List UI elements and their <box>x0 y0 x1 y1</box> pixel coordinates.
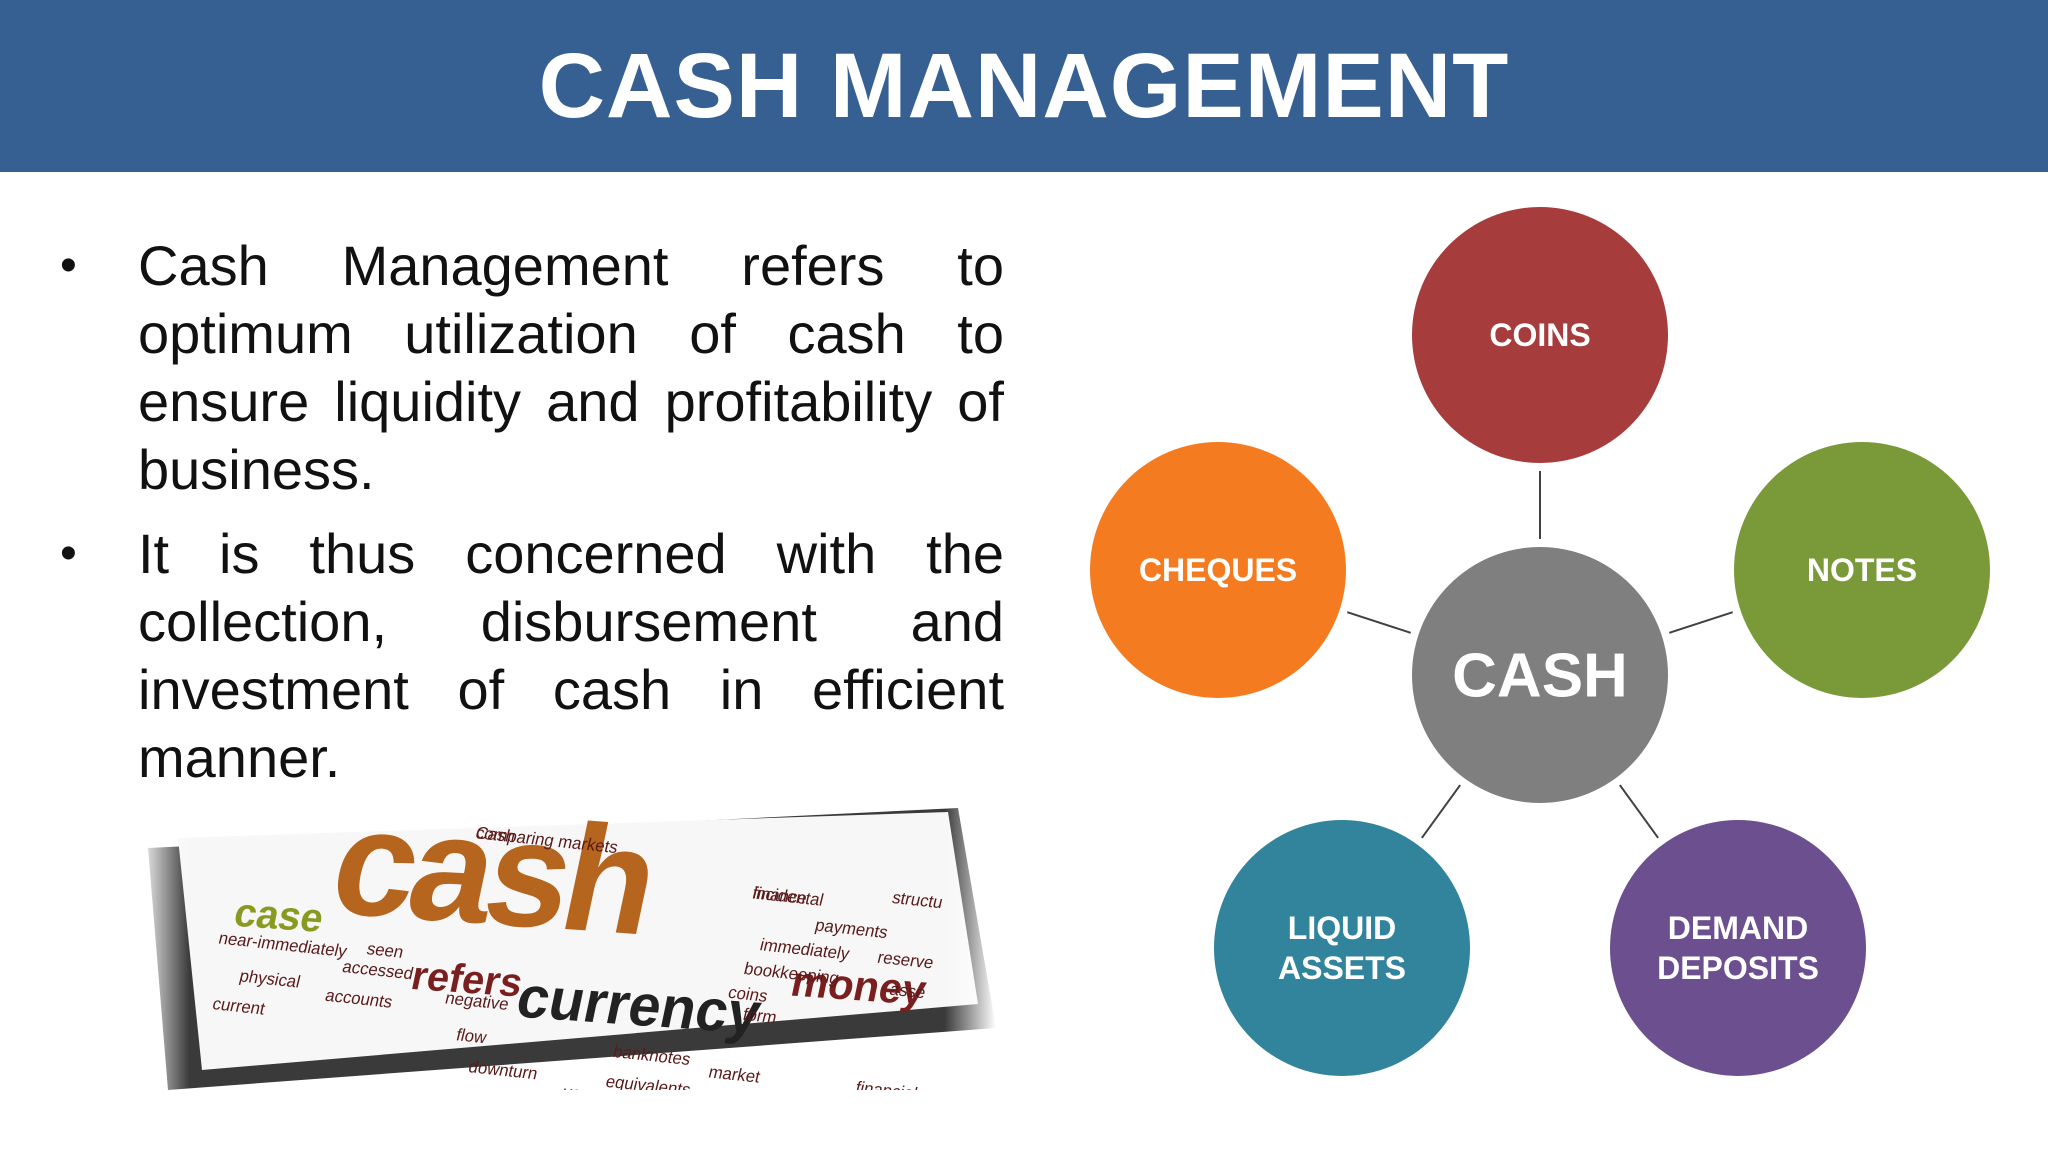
node-coins <box>1412 207 1668 463</box>
bullet-list: • Cash Management refers to optimum util… <box>60 232 1004 808</box>
connector-notes <box>1668 611 1734 634</box>
node-notes <box>1734 442 1990 698</box>
node-label-coins: COINS <box>1489 317 1590 353</box>
bullet-text: It is thus concerned with the collection… <box>138 522 1004 789</box>
bullet-icon: • <box>60 239 77 292</box>
node-cheques <box>1090 442 1346 698</box>
word-cloud-svg: cash case currency money refers comparin… <box>138 808 996 1090</box>
node-label-cash-center: CASH <box>1452 642 1628 711</box>
bullet-icon: • <box>60 527 77 580</box>
node-liquid-assets <box>1214 820 1470 1076</box>
connector-liquid-assets <box>1421 784 1461 839</box>
node-label-cheques: CHEQUES <box>1139 552 1297 588</box>
bullet-item: • It is thus concerned with the collecti… <box>60 520 1004 792</box>
bullet-text: Cash Management refers to optimum utiliz… <box>138 234 1004 501</box>
page-title: CASH MANAGEMENT <box>538 34 1510 137</box>
bullet-item: • Cash Management refers to optimum util… <box>60 232 1004 504</box>
node-demand-deposits <box>1610 820 1866 1076</box>
connector-cheques <box>1346 611 1412 634</box>
node-label-notes: NOTES <box>1807 552 1917 588</box>
cash-word-cloud-image: cash case currency money refers comparin… <box>138 808 996 1090</box>
title-banner: CASH MANAGEMENT <box>0 0 2048 172</box>
node-cash-center <box>1412 547 1668 803</box>
connector-demand-deposits <box>1619 784 1659 839</box>
